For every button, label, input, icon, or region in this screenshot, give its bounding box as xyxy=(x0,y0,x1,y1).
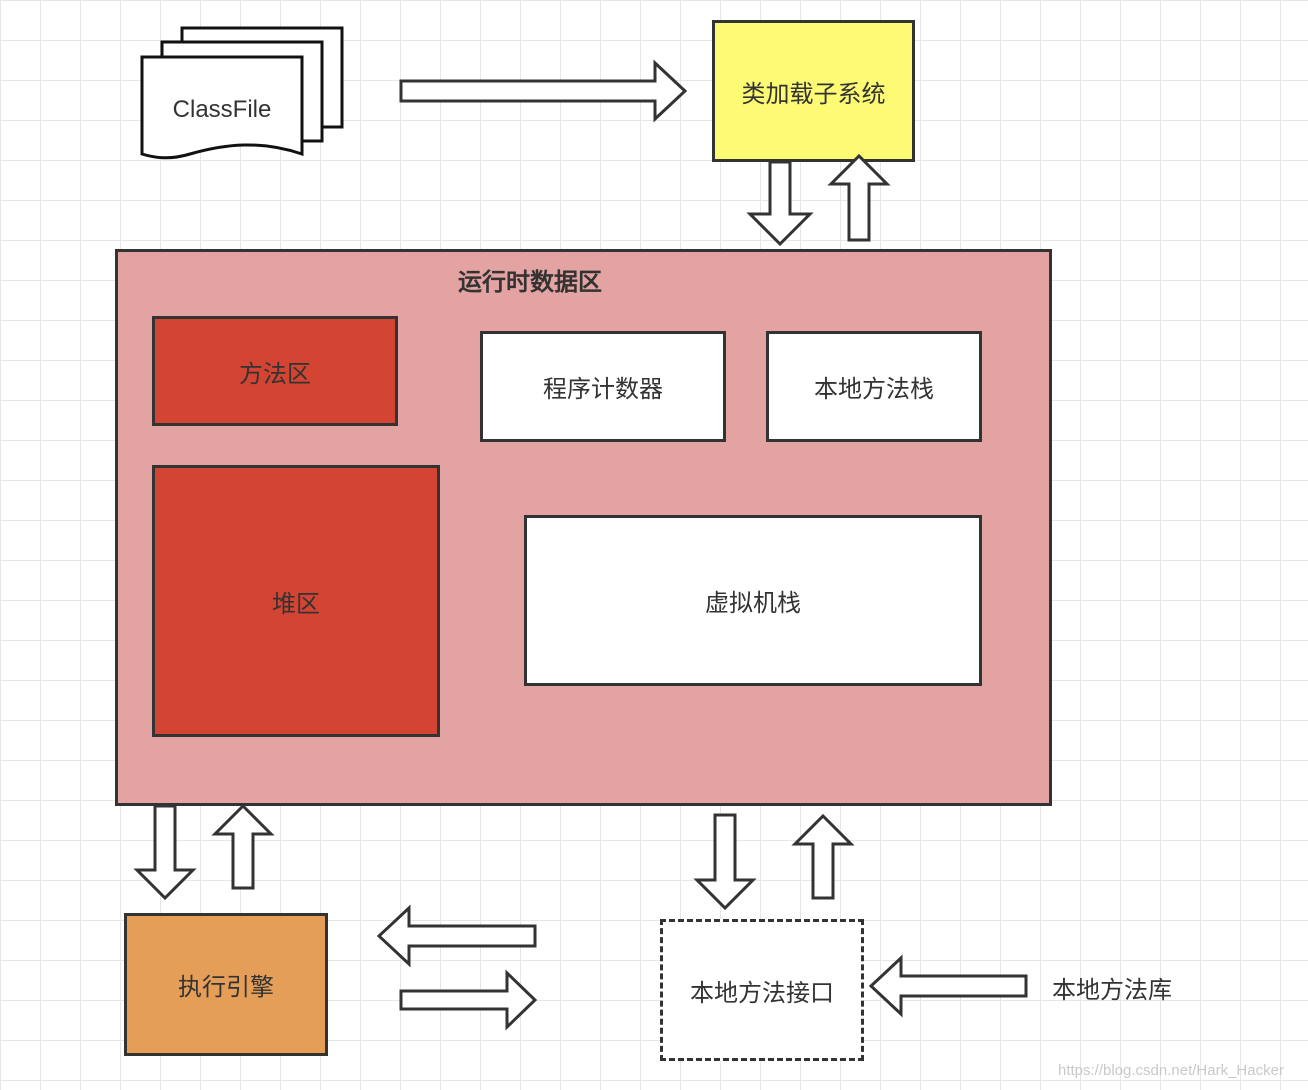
arrow-library-to-interface xyxy=(868,954,1028,1018)
arrow-interface-to-runtime xyxy=(791,813,855,900)
vm-stack: 虚拟机栈 xyxy=(524,515,982,686)
native-method-interface-label: 本地方法接口 xyxy=(690,978,834,1007)
arrow-runtime-to-engine xyxy=(133,804,197,901)
classfile-label: ClassFile xyxy=(172,96,272,123)
watermark: https://blog.csdn.net/Hark_Hacker xyxy=(1058,1062,1284,1079)
classfile-document xyxy=(140,26,344,160)
native-method-stack-label: 本地方法栈 xyxy=(814,375,934,403)
heap-area: 堆区 xyxy=(152,465,440,737)
arrow-classfile-to-loader xyxy=(399,59,688,123)
native-method-interface: 本地方法接口 xyxy=(660,919,864,1061)
method-area-label: 方法区 xyxy=(239,359,311,388)
program-counter-label: 程序计数器 xyxy=(543,375,663,403)
arrow-runtime-to-interface xyxy=(693,813,757,911)
heap-area-label: 堆区 xyxy=(272,589,320,618)
native-method-stack: 本地方法栈 xyxy=(766,331,982,442)
runtime-data-area-title: 运行时数据区 xyxy=(458,268,602,296)
native-method-library-label: 本地方法库 xyxy=(1052,976,1172,1004)
execution-engine-label: 执行引擎 xyxy=(178,973,274,1001)
class-loader-label: 类加载子系统 xyxy=(741,79,886,108)
program-counter: 程序计数器 xyxy=(480,331,726,442)
vm-stack-label: 虚拟机栈 xyxy=(705,589,801,617)
method-area: 方法区 xyxy=(152,316,398,426)
arrow-engine-to-runtime xyxy=(211,803,275,890)
execution-engine: 执行引擎 xyxy=(124,913,328,1056)
arrow-engine-to-interface xyxy=(399,969,538,1031)
class-loader-subsystem: 类加载子系统 xyxy=(712,20,915,162)
arrow-runtime-to-loader xyxy=(827,153,891,242)
arrow-loader-to-runtime xyxy=(746,160,814,247)
arrow-interface-to-engine xyxy=(376,904,537,968)
